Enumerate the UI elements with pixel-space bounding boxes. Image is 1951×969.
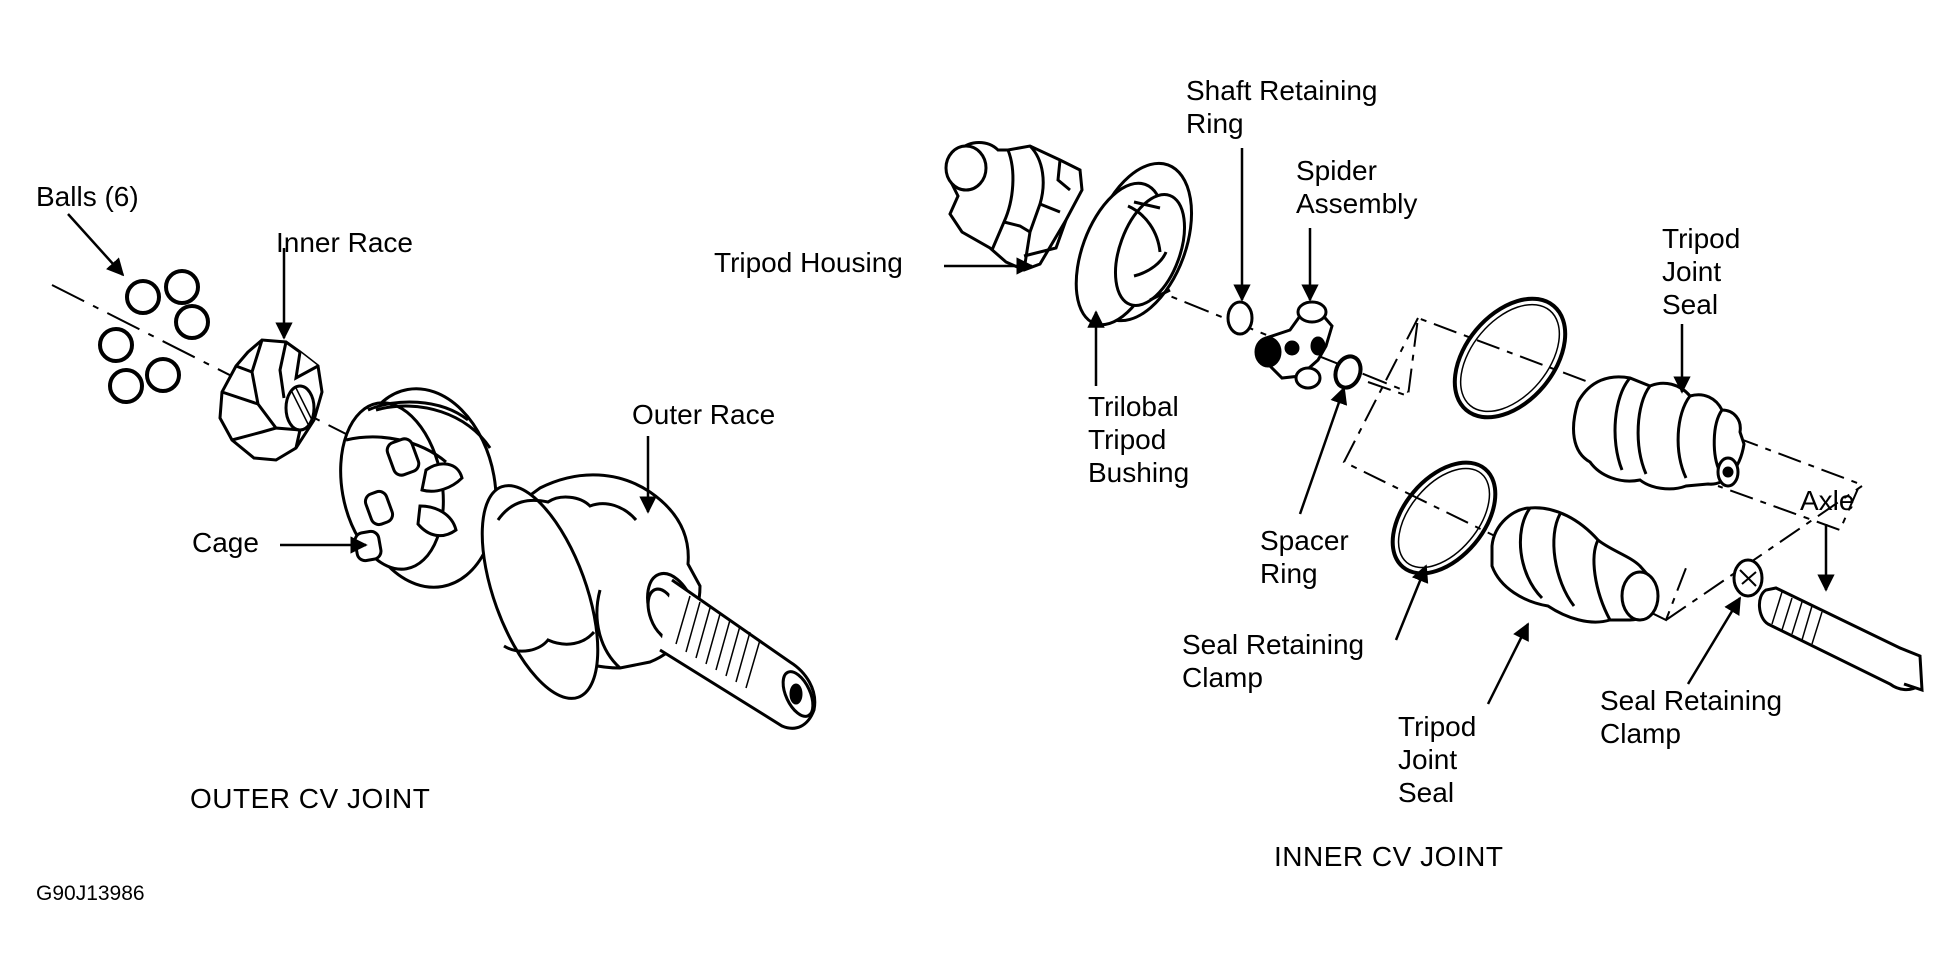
label-trilobal-line3: Bushing — [1088, 457, 1190, 488]
leader-spacer — [1298, 386, 1348, 515]
label-tripod-joint-seal-lower-line1: Tripod — [1398, 711, 1477, 742]
leader-left-clamp — [1394, 564, 1429, 641]
upper-tripod-boot-part — [1572, 375, 1746, 491]
label-tripod-joint-seal-upper-line3: Seal — [1662, 289, 1719, 320]
label-trilobal-tripod-bushing: Trilobal Tripod Bushing — [1088, 390, 1189, 489]
spline-lines — [675, 595, 761, 689]
label-seal-clamp-left-line2: Clamp — [1182, 662, 1263, 693]
leader-lower-seal — [1486, 622, 1530, 705]
leader-lines — [67, 148, 1835, 705]
label-inner-race: Inner Race — [276, 227, 413, 258]
leader-right-clamp — [1686, 596, 1742, 685]
lower-tripod-boot-part — [1490, 506, 1660, 624]
cage-part — [339, 387, 498, 589]
spider-assembly-part — [1254, 300, 1334, 390]
label-seal-retaining-clamp-right: Seal Retaining Clamp — [1600, 684, 1782, 750]
label-seal-clamp-right-line1: Seal Retaining — [1600, 685, 1783, 716]
label-spacer-ring-line2: Ring — [1260, 558, 1318, 589]
trilobal-bushing-part — [1074, 161, 1194, 327]
ball-3 — [174, 304, 210, 340]
label-axle: Axle — [1800, 485, 1855, 516]
ball-2 — [164, 269, 200, 305]
label-shaft-retaining-ring-line1: Shaft Retaining — [1186, 75, 1378, 106]
ball-6 — [145, 357, 181, 393]
balls-group — [98, 269, 210, 404]
label-outer-race: Outer Race — [632, 399, 776, 430]
label-shaft-retaining-ring: Shaft Retaining Ring — [1186, 74, 1377, 140]
axle-part — [1758, 586, 1924, 693]
label-trilobal-line1: Trilobal — [1088, 391, 1179, 422]
label-tripod-joint-seal-upper-line1: Tripod — [1662, 223, 1741, 254]
label-tripod-joint-seal-lower-line2: Joint — [1398, 744, 1458, 775]
upper-clamp-ring-part — [1452, 296, 1568, 420]
figure-code: G90J13986 — [36, 882, 145, 905]
label-spacer-ring: Spacer Ring — [1260, 524, 1349, 590]
outer-race-part — [480, 473, 817, 730]
title-outer-cv-joint: OUTER CV JOINT — [190, 783, 431, 814]
shaft-retaining-ring-part — [1226, 300, 1254, 336]
label-seal-clamp-left-line1: Seal Retaining — [1182, 629, 1365, 660]
label-seal-retaining-clamp-left: Seal Retaining Clamp — [1182, 628, 1364, 694]
inner-cv-joint-drawing — [944, 141, 1924, 693]
label-seal-clamp-right-line2: Clamp — [1600, 718, 1681, 749]
label-trilobal-line2: Tripod — [1088, 424, 1167, 455]
ball-4 — [98, 327, 134, 363]
spacer-ring-part — [1333, 354, 1363, 390]
label-spacer-ring-line1: Spacer — [1260, 525, 1349, 556]
label-tripod-joint-seal-upper-line2: Joint — [1662, 256, 1722, 287]
label-tripod-housing: Tripod Housing — [714, 247, 903, 278]
ball-1 — [125, 279, 161, 315]
lower-clamp-ring-part — [1390, 460, 1498, 576]
label-spider-assembly: Spider Assembly — [1296, 154, 1417, 220]
label-tripod-joint-seal-lower-line3: Seal — [1398, 777, 1455, 808]
label-tripod-joint-seal-lower: Tripod Joint Seal — [1398, 710, 1476, 809]
outer-cv-joint-drawing — [51, 269, 817, 730]
right-clamp-part — [1732, 558, 1764, 598]
inner-race-part — [218, 338, 324, 462]
label-balls: Balls (6) — [36, 181, 139, 212]
tripod-housing-part — [944, 141, 1084, 272]
label-cage: Cage — [192, 527, 259, 558]
ball-5 — [108, 368, 144, 404]
label-shaft-retaining-ring-line2: Ring — [1186, 108, 1244, 139]
label-spider-assembly-line1: Spider — [1296, 155, 1377, 186]
title-inner-cv-joint: INNER CV JOINT — [1274, 841, 1504, 872]
leader-balls — [67, 213, 125, 277]
label-tripod-joint-seal-upper: Tripod Joint Seal — [1662, 222, 1740, 321]
label-spider-assembly-line2: Assembly — [1296, 188, 1418, 219]
